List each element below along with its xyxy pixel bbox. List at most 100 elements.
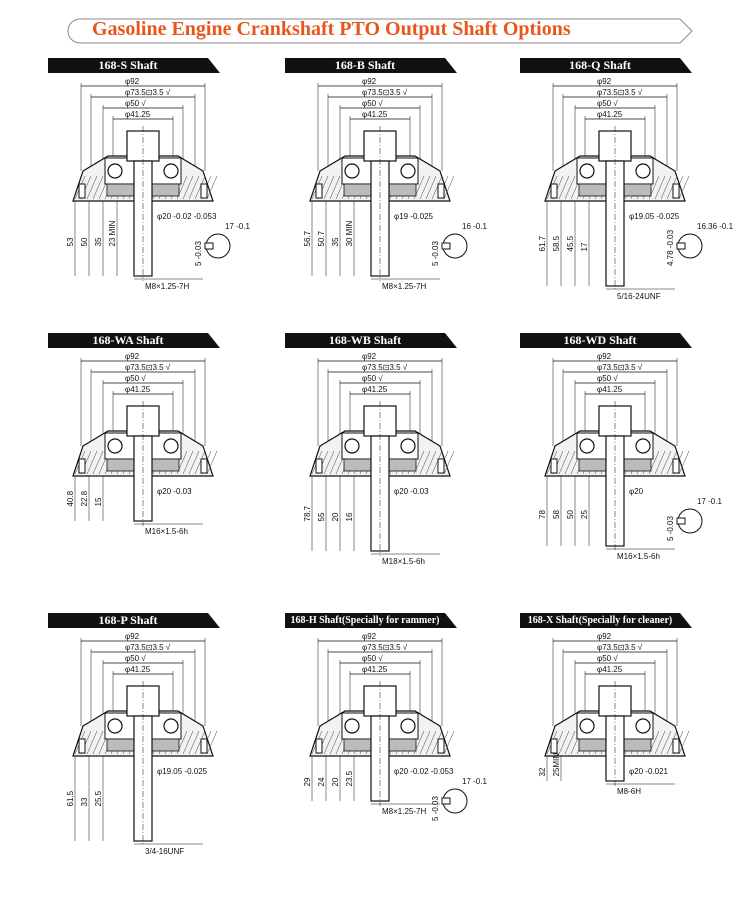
vertical-dimension-label: 30 MIN <box>345 220 354 246</box>
vertical-dimension-label: 61.7 <box>538 235 547 251</box>
dimension-label: φ92 <box>362 352 377 361</box>
dimension-label: φ41.25 <box>362 665 388 674</box>
bolt-hole <box>78 183 86 199</box>
panel-banner: 168-Q Shaft <box>520 58 695 73</box>
bolt-hole <box>672 458 680 474</box>
bolt-hole <box>437 183 445 199</box>
hatch-line <box>660 730 672 755</box>
shaft-diameter-label: φ19 -0.025 <box>394 212 434 221</box>
bearing-ball <box>400 163 416 179</box>
bolt-hole <box>200 458 208 474</box>
thread-label: M18×1.5-6h <box>382 557 425 566</box>
page-title: Gasoline Engine Crankshaft PTO Output Sh… <box>92 18 571 40</box>
dimension-label: φ41.25 <box>125 110 151 119</box>
hatch-line <box>654 175 666 200</box>
keyway-width-label: 16 -0.1 <box>462 222 487 231</box>
hatch-line <box>419 450 431 475</box>
dimension-label: φ73.5⊡3.5 √ <box>597 88 643 97</box>
hatch-line <box>323 450 335 475</box>
dimension-label: φ41.25 <box>597 385 623 394</box>
vertical-dimension-label: 24 <box>317 777 326 786</box>
hatch-line <box>188 175 200 200</box>
panel-title: 168-S Shaft <box>98 58 158 72</box>
hatch-line <box>660 175 672 200</box>
dimension-label: φ41.25 <box>125 665 151 674</box>
hatch-line <box>188 450 200 475</box>
title-banner: Gasoline Engine Crankshaft PTO Output Sh… <box>60 14 700 48</box>
bearing-ball <box>400 718 416 734</box>
bolt-hole <box>78 458 86 474</box>
panel-banner: 168-H Shaft(Specially for rammer) <box>285 613 460 628</box>
panel-banner: 168-WA Shaft <box>48 333 223 348</box>
dimension-label: φ73.5⊡3.5 √ <box>362 88 408 97</box>
hatch-line <box>86 450 98 475</box>
vertical-dimension-label: 61.5 <box>66 790 75 806</box>
hatch-line <box>323 175 335 200</box>
thread-label: M8×1.25-7H <box>382 282 426 291</box>
shaft-diameter-label: φ19.05 -0.025 <box>157 767 208 776</box>
bolt-hole <box>200 738 208 754</box>
dimension-label: φ50 √ <box>362 654 383 663</box>
thread-label: 3/4-16UNF <box>145 847 184 856</box>
panel-title: 168-Q Shaft <box>569 58 631 72</box>
keyway-depth-label: 5 -0.03 <box>194 241 203 266</box>
panel-banner: 168-B Shaft <box>285 58 460 73</box>
panel-title: 168-X Shaft(Specially for cleaner) <box>527 615 673 626</box>
panel-title: 168-WA Shaft <box>92 333 164 347</box>
vertical-dimension-label: 50.7 <box>317 230 326 246</box>
hatch-line <box>92 450 104 475</box>
dimension-label: φ41.25 <box>362 385 388 394</box>
dimension-label: φ92 <box>597 352 612 361</box>
hatch-line <box>443 730 455 755</box>
shaft-diameter-label: φ20 -0.03 <box>157 487 192 496</box>
bearing-ball <box>400 438 416 454</box>
key-slot <box>204 242 214 250</box>
panel-banner: 168-WD Shaft <box>520 333 695 348</box>
dimension-label: φ41.25 <box>362 110 388 119</box>
shaft-diameter-label: φ20 -0.02 -0.053 <box>157 212 217 221</box>
vertical-dimension-label: 40.8 <box>66 490 75 506</box>
vertical-dimension-label: 25 <box>580 510 589 519</box>
vertical-dimension-label: 15 <box>94 497 103 506</box>
dimension-label: φ73.5⊡3.5 √ <box>125 88 171 97</box>
hatch-line <box>425 175 437 200</box>
bolt-hole <box>672 183 680 199</box>
vertical-dimension-label: 78.7 <box>303 505 312 521</box>
hatch-line <box>194 450 206 475</box>
hatch-line <box>666 450 678 475</box>
hatch-line <box>425 730 437 755</box>
thread-label: M8×1.25-7H <box>382 807 426 816</box>
shaft-diameter-label: φ20 -0.02 -0.053 <box>394 767 454 776</box>
vertical-dimension-label: 22.8 <box>80 490 89 506</box>
dimension-label: φ41.25 <box>597 665 623 674</box>
hatch-line <box>92 730 104 755</box>
hatch-line <box>443 175 455 200</box>
hatch-line <box>654 450 666 475</box>
dimension-label: φ50 √ <box>597 654 618 663</box>
hatch-line <box>206 450 218 475</box>
thread-label: M8×1.25-7H <box>145 282 189 291</box>
bolt-hole <box>200 183 208 199</box>
dimension-label: φ73.5⊡3.5 √ <box>597 643 643 652</box>
dimension-label: φ50 √ <box>362 99 383 108</box>
bearing-ball <box>579 163 595 179</box>
vertical-dimension-label: 50 <box>566 510 575 519</box>
hatch-line <box>329 730 341 755</box>
vertical-dimension-label: 53 <box>66 237 75 246</box>
dimension-label: φ73.5⊡3.5 √ <box>362 643 408 652</box>
hatch-line <box>564 450 576 475</box>
shaft-diameter-label: φ20 <box>629 487 644 496</box>
keyway-width-label: 17 -0.1 <box>225 222 250 231</box>
panel-banner: 168-S Shaft <box>48 58 223 73</box>
bolt-hole <box>437 458 445 474</box>
thread-label: 5/16-24UNF <box>617 292 661 301</box>
hatch-line <box>666 730 678 755</box>
panel-title: 168-WD Shaft <box>563 333 637 347</box>
hatch-line <box>86 730 98 755</box>
hatch-line <box>678 730 690 755</box>
